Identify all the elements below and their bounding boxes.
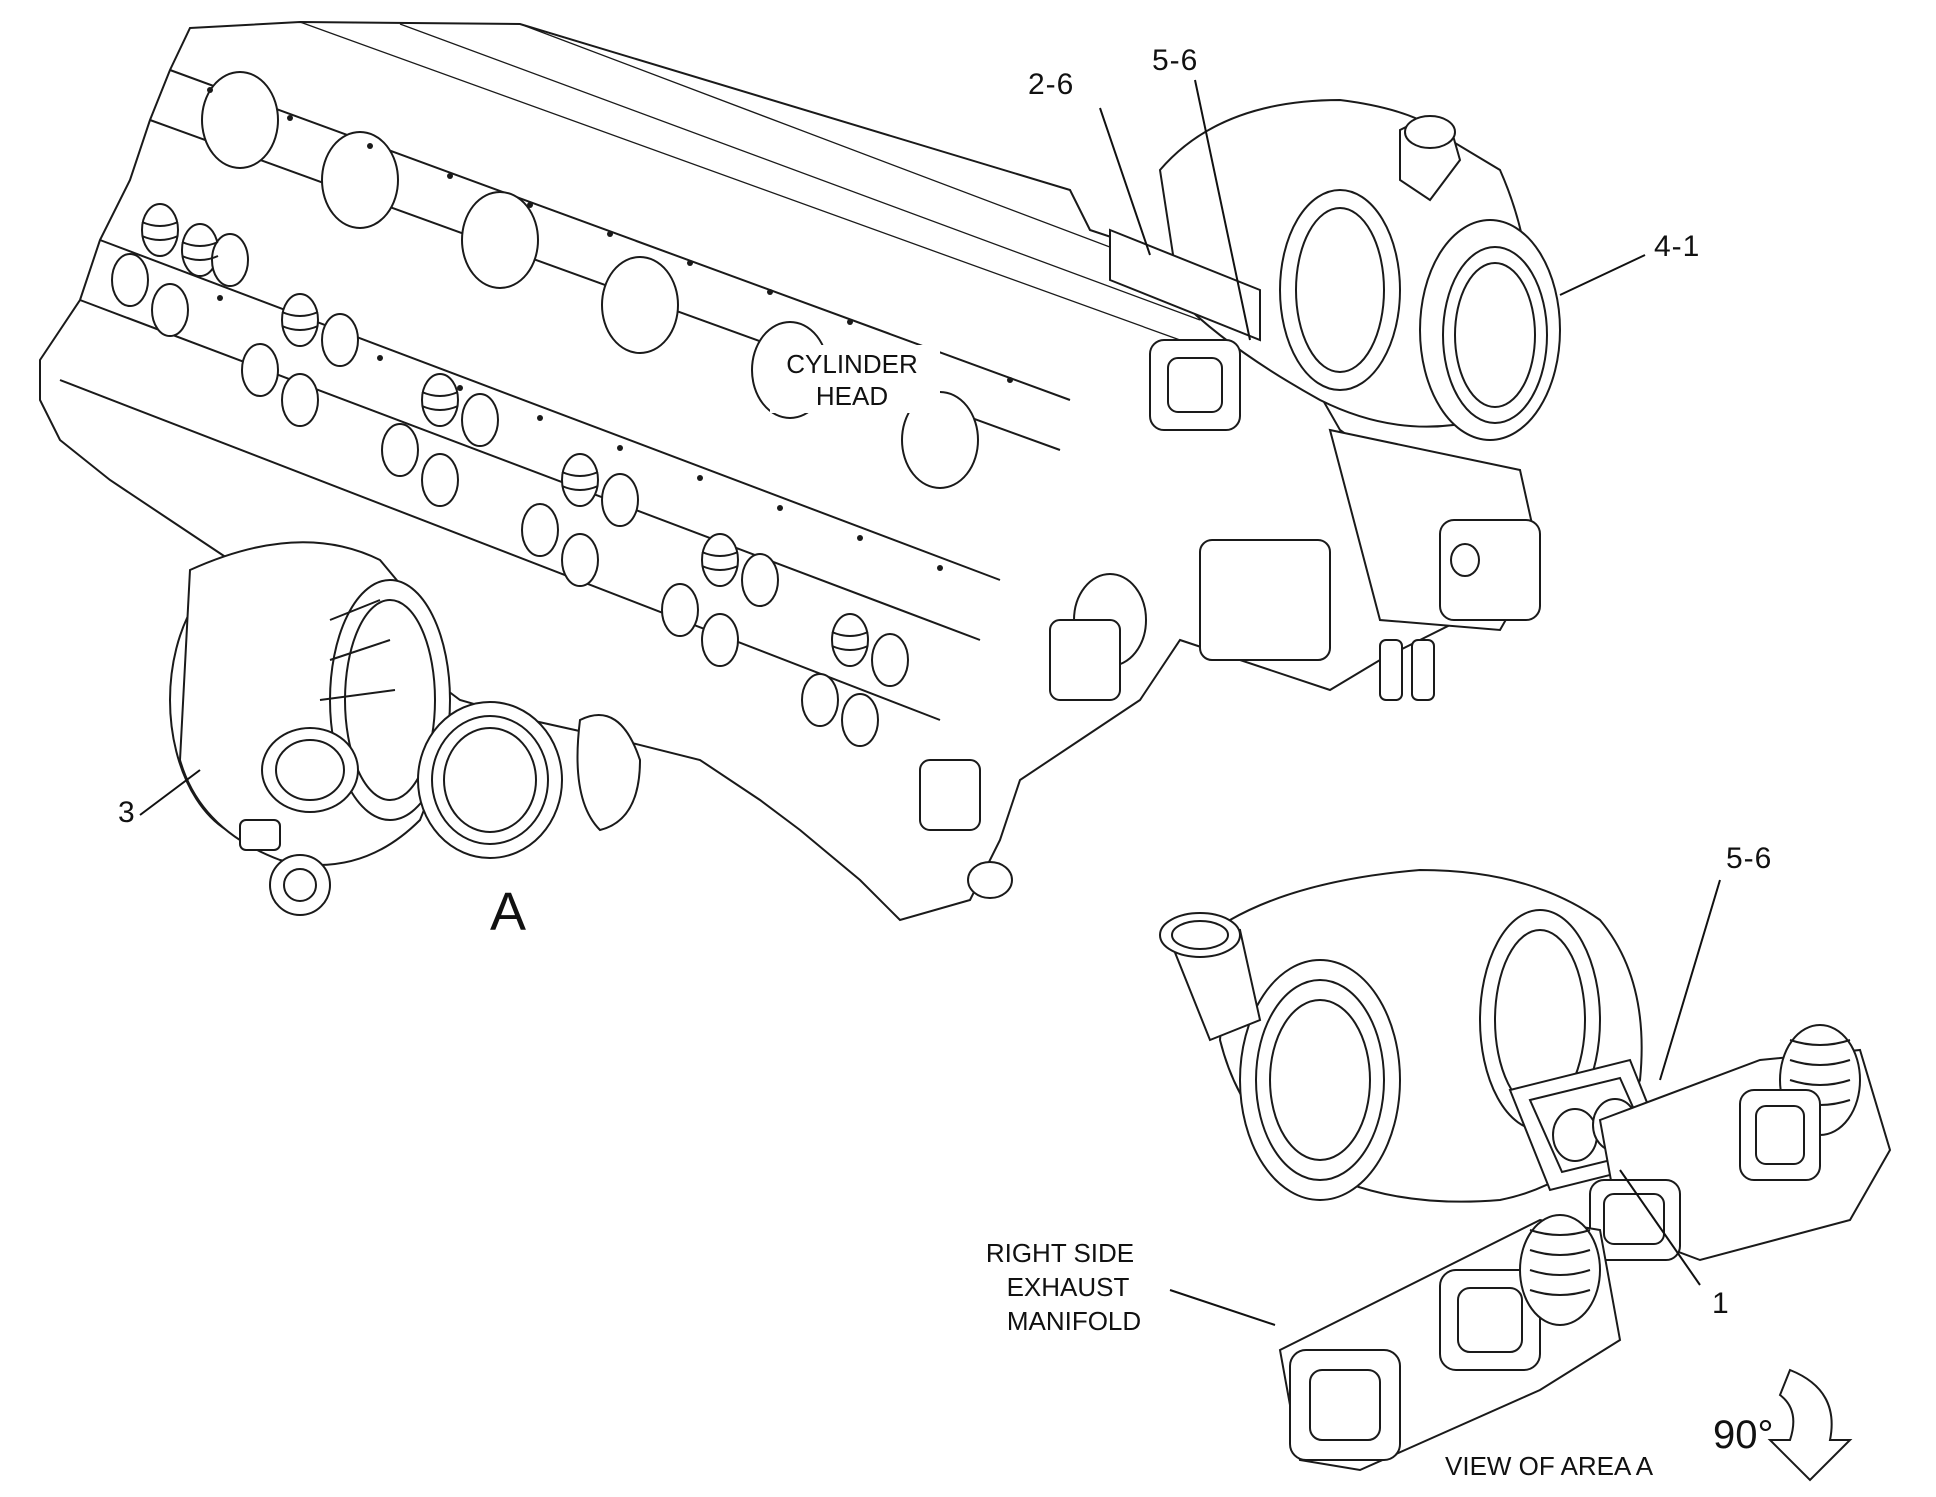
leader-lines	[139, 79, 1721, 1326]
view-marker-a: A	[490, 882, 526, 942]
cylinder-head-label: CYLINDER HEAD	[770, 345, 940, 413]
manifold-line-1: RIGHT SIDE	[986, 1238, 1134, 1268]
rotation-label: 90°	[1713, 1413, 1774, 1457]
turbocharger-4-1	[1109, 98, 1561, 701]
callout-5-6-bottom: 5-6	[1726, 842, 1772, 875]
cylinder-head-line-1: CYLINDER	[786, 349, 917, 379]
manifold-line-3: MANIFOLD	[1007, 1306, 1141, 1336]
callout-3: 3	[118, 796, 136, 829]
callout-4-1: 4-1	[1654, 230, 1700, 263]
cylinder-head-line-2: HEAD	[816, 381, 888, 411]
valve-springs	[111, 203, 909, 747]
callout-1: 1	[1712, 1287, 1730, 1320]
turbocharger-3	[169, 541, 642, 916]
callout-2-6: 2-6	[1028, 68, 1074, 101]
view-caption: VIEW OF AREA A	[1445, 1451, 1654, 1481]
view-of-area-a	[1159, 868, 1892, 1482]
exhaust-manifold-label: RIGHT SIDE EXHAUST MANIFOLD	[986, 1238, 1141, 1336]
manifold-line-2: EXHAUST	[1007, 1272, 1130, 1302]
callout-5-6-top: 5-6	[1152, 44, 1198, 77]
